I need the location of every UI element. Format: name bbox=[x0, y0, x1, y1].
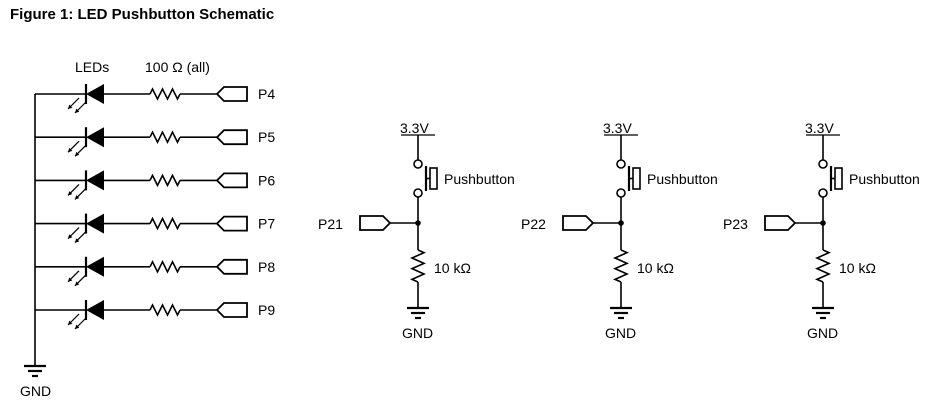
ground-symbol bbox=[407, 306, 429, 320]
ground-symbol bbox=[812, 306, 834, 320]
led-row: P5 bbox=[35, 127, 275, 157]
ground-symbol bbox=[610, 306, 632, 320]
pin-label: P23 bbox=[723, 216, 748, 232]
figure-title: Figure 1: LED Pushbutton Schematic bbox=[10, 6, 275, 23]
pushbutton-label: Pushbutton bbox=[647, 171, 718, 187]
pin-connector bbox=[764, 215, 797, 231]
pin-label: P21 bbox=[318, 216, 343, 232]
supply-voltage-label: 3.3V bbox=[603, 120, 632, 136]
leds-label: LEDs bbox=[75, 59, 109, 75]
pushbutton-label: Pushbutton bbox=[849, 171, 920, 187]
resistor-symbol bbox=[149, 173, 181, 188]
supply-voltage-label: 3.3V bbox=[400, 120, 429, 136]
resistor-symbol bbox=[149, 87, 181, 101]
pin-connector bbox=[215, 129, 248, 146]
pin-label: P8 bbox=[258, 259, 275, 275]
resistor-symbol bbox=[149, 216, 181, 231]
pin-label: P4 bbox=[258, 86, 275, 102]
switch-contact bbox=[616, 159, 626, 169]
led-light-arrows bbox=[67, 183, 87, 200]
resistor-symbol bbox=[149, 303, 181, 317]
pin-label: P7 bbox=[258, 216, 275, 232]
supply-voltage-label: 3.3V bbox=[805, 120, 834, 136]
resistor-value-label: 10 kΩ bbox=[637, 260, 674, 276]
resistor-symbol bbox=[149, 130, 181, 144]
resistor-value-label: 100 Ω (all) bbox=[145, 59, 210, 75]
switch-contact bbox=[413, 188, 423, 198]
led-ground-symbol bbox=[24, 364, 46, 378]
switch-contact bbox=[818, 188, 828, 198]
pushbutton-actuator bbox=[627, 166, 641, 191]
switch-contact bbox=[818, 159, 828, 169]
led-row: P7 bbox=[35, 213, 275, 244]
led-row: P8 bbox=[35, 256, 275, 287]
resistor-value-label: 10 kΩ bbox=[434, 260, 471, 276]
pin-connector bbox=[215, 215, 248, 232]
pin-connector bbox=[215, 172, 248, 189]
led-light-arrows bbox=[67, 227, 87, 244]
pin-connector bbox=[562, 215, 595, 231]
led-diode-symbol bbox=[86, 127, 104, 148]
pin-label: P9 bbox=[258, 302, 275, 318]
pin-label: P5 bbox=[258, 129, 275, 145]
pin-connector bbox=[359, 215, 392, 231]
ground-label: GND bbox=[605, 325, 636, 341]
led-diode-symbol bbox=[86, 84, 104, 104]
resistor-symbol bbox=[815, 249, 831, 283]
ground-label: GND bbox=[807, 325, 838, 341]
pin-label: P6 bbox=[258, 172, 275, 188]
switch-contact bbox=[616, 188, 626, 198]
led-row: P4 bbox=[35, 84, 275, 114]
led-diode-symbol bbox=[86, 300, 104, 320]
led-light-arrows bbox=[67, 270, 87, 287]
pin-connector bbox=[215, 258, 248, 275]
resistor-value-label: 10 kΩ bbox=[839, 260, 876, 276]
led-light-arrows bbox=[67, 140, 87, 157]
led-light-arrows bbox=[67, 97, 87, 114]
led-diode-symbol bbox=[86, 170, 104, 191]
pushbutton-actuator bbox=[424, 166, 438, 191]
pin-connector bbox=[215, 302, 248, 318]
led-row: P9 bbox=[35, 300, 275, 330]
led-row: P6 bbox=[35, 170, 275, 200]
pushbutton-label: Pushbutton bbox=[444, 171, 515, 187]
led-diode-symbol bbox=[86, 213, 104, 234]
ground-label: GND bbox=[402, 325, 433, 341]
resistor-symbol bbox=[613, 249, 629, 283]
pin-label: P22 bbox=[521, 216, 546, 232]
led-diode-symbol bbox=[86, 256, 104, 277]
resistor-symbol bbox=[410, 249, 426, 283]
led-light-arrows bbox=[67, 313, 87, 330]
pushbutton-actuator bbox=[829, 166, 843, 191]
led-ground-label: GND bbox=[20, 383, 51, 399]
pin-connector bbox=[215, 86, 248, 102]
resistor-symbol bbox=[149, 260, 181, 274]
switch-contact bbox=[413, 159, 423, 169]
